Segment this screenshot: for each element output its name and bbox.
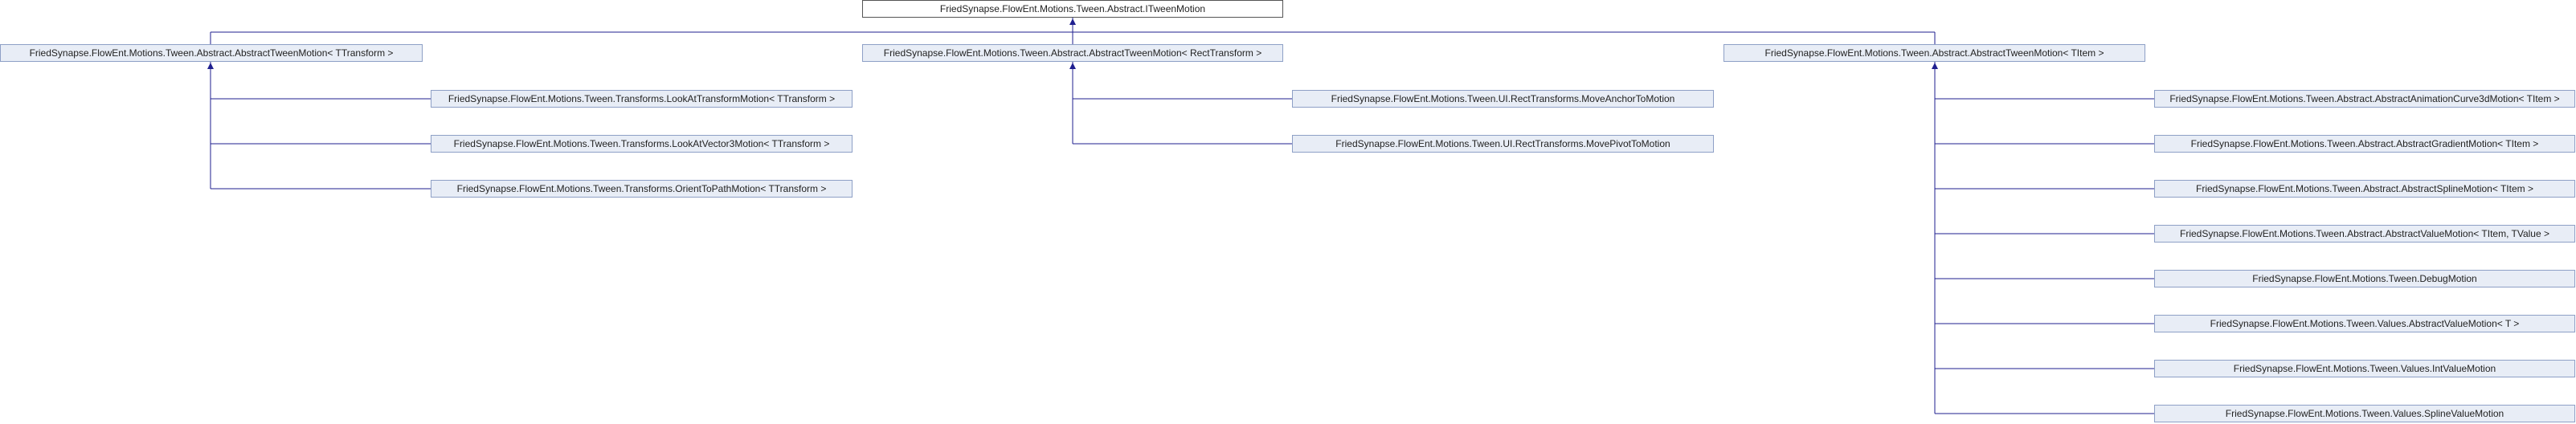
class-node-abstracttweenmotion-ttransform[interactable]: FriedSynapse.FlowEnt.Motions.Tween.Abstr… (0, 44, 423, 62)
class-node-lookattransformmotion[interactable]: FriedSynapse.FlowEnt.Motions.Tween.Trans… (431, 90, 853, 108)
class-node-moveanchortomotion[interactable]: FriedSynapse.FlowEnt.Motions.Tween.UI.Re… (1292, 90, 1714, 108)
arrowhead-root (1069, 18, 1076, 25)
class-node-debugmotion[interactable]: FriedSynapse.FlowEnt.Motions.Tween.Debug… (2154, 270, 2575, 287)
class-node-orienttopathmotion[interactable]: FriedSynapse.FlowEnt.Motions.Tween.Trans… (431, 180, 853, 198)
class-node-itweenmotion[interactable]: FriedSynapse.FlowEnt.Motions.Tween.Abstr… (862, 0, 1283, 18)
class-node-lookatvector3motion[interactable]: FriedSynapse.FlowEnt.Motions.Tween.Trans… (431, 135, 853, 153)
arrowhead-titem (1932, 63, 1938, 69)
class-node-abstracttweenmotion-titem[interactable]: FriedSynapse.FlowEnt.Motions.Tween.Abstr… (1723, 44, 2145, 62)
class-node-abstracttweenmotion-recttransform[interactable]: FriedSynapse.FlowEnt.Motions.Tween.Abstr… (862, 44, 1283, 62)
class-node-intvaluemotion[interactable]: FriedSynapse.FlowEnt.Motions.Tween.Value… (2154, 360, 2575, 377)
arrowhead-recttransform (1069, 63, 1076, 69)
class-node-splinevaluemotion[interactable]: FriedSynapse.FlowEnt.Motions.Tween.Value… (2154, 405, 2575, 422)
class-node-abstractanimationcurve3dmotion[interactable]: FriedSynapse.FlowEnt.Motions.Tween.Abstr… (2154, 90, 2575, 108)
arrowhead-ttransform (207, 63, 214, 69)
class-node-abstractvaluemotion-titem-tvalue[interactable]: FriedSynapse.FlowEnt.Motions.Tween.Abstr… (2154, 225, 2575, 243)
class-node-values-abstractvaluemotion-t[interactable]: FriedSynapse.FlowEnt.Motions.Tween.Value… (2154, 315, 2575, 332)
class-node-abstractsplinemotion[interactable]: FriedSynapse.FlowEnt.Motions.Tween.Abstr… (2154, 180, 2575, 198)
class-node-movepivottomotion[interactable]: FriedSynapse.FlowEnt.Motions.Tween.UI.Re… (1292, 135, 1714, 153)
class-node-abstractgradientmotion[interactable]: FriedSynapse.FlowEnt.Motions.Tween.Abstr… (2154, 135, 2575, 153)
